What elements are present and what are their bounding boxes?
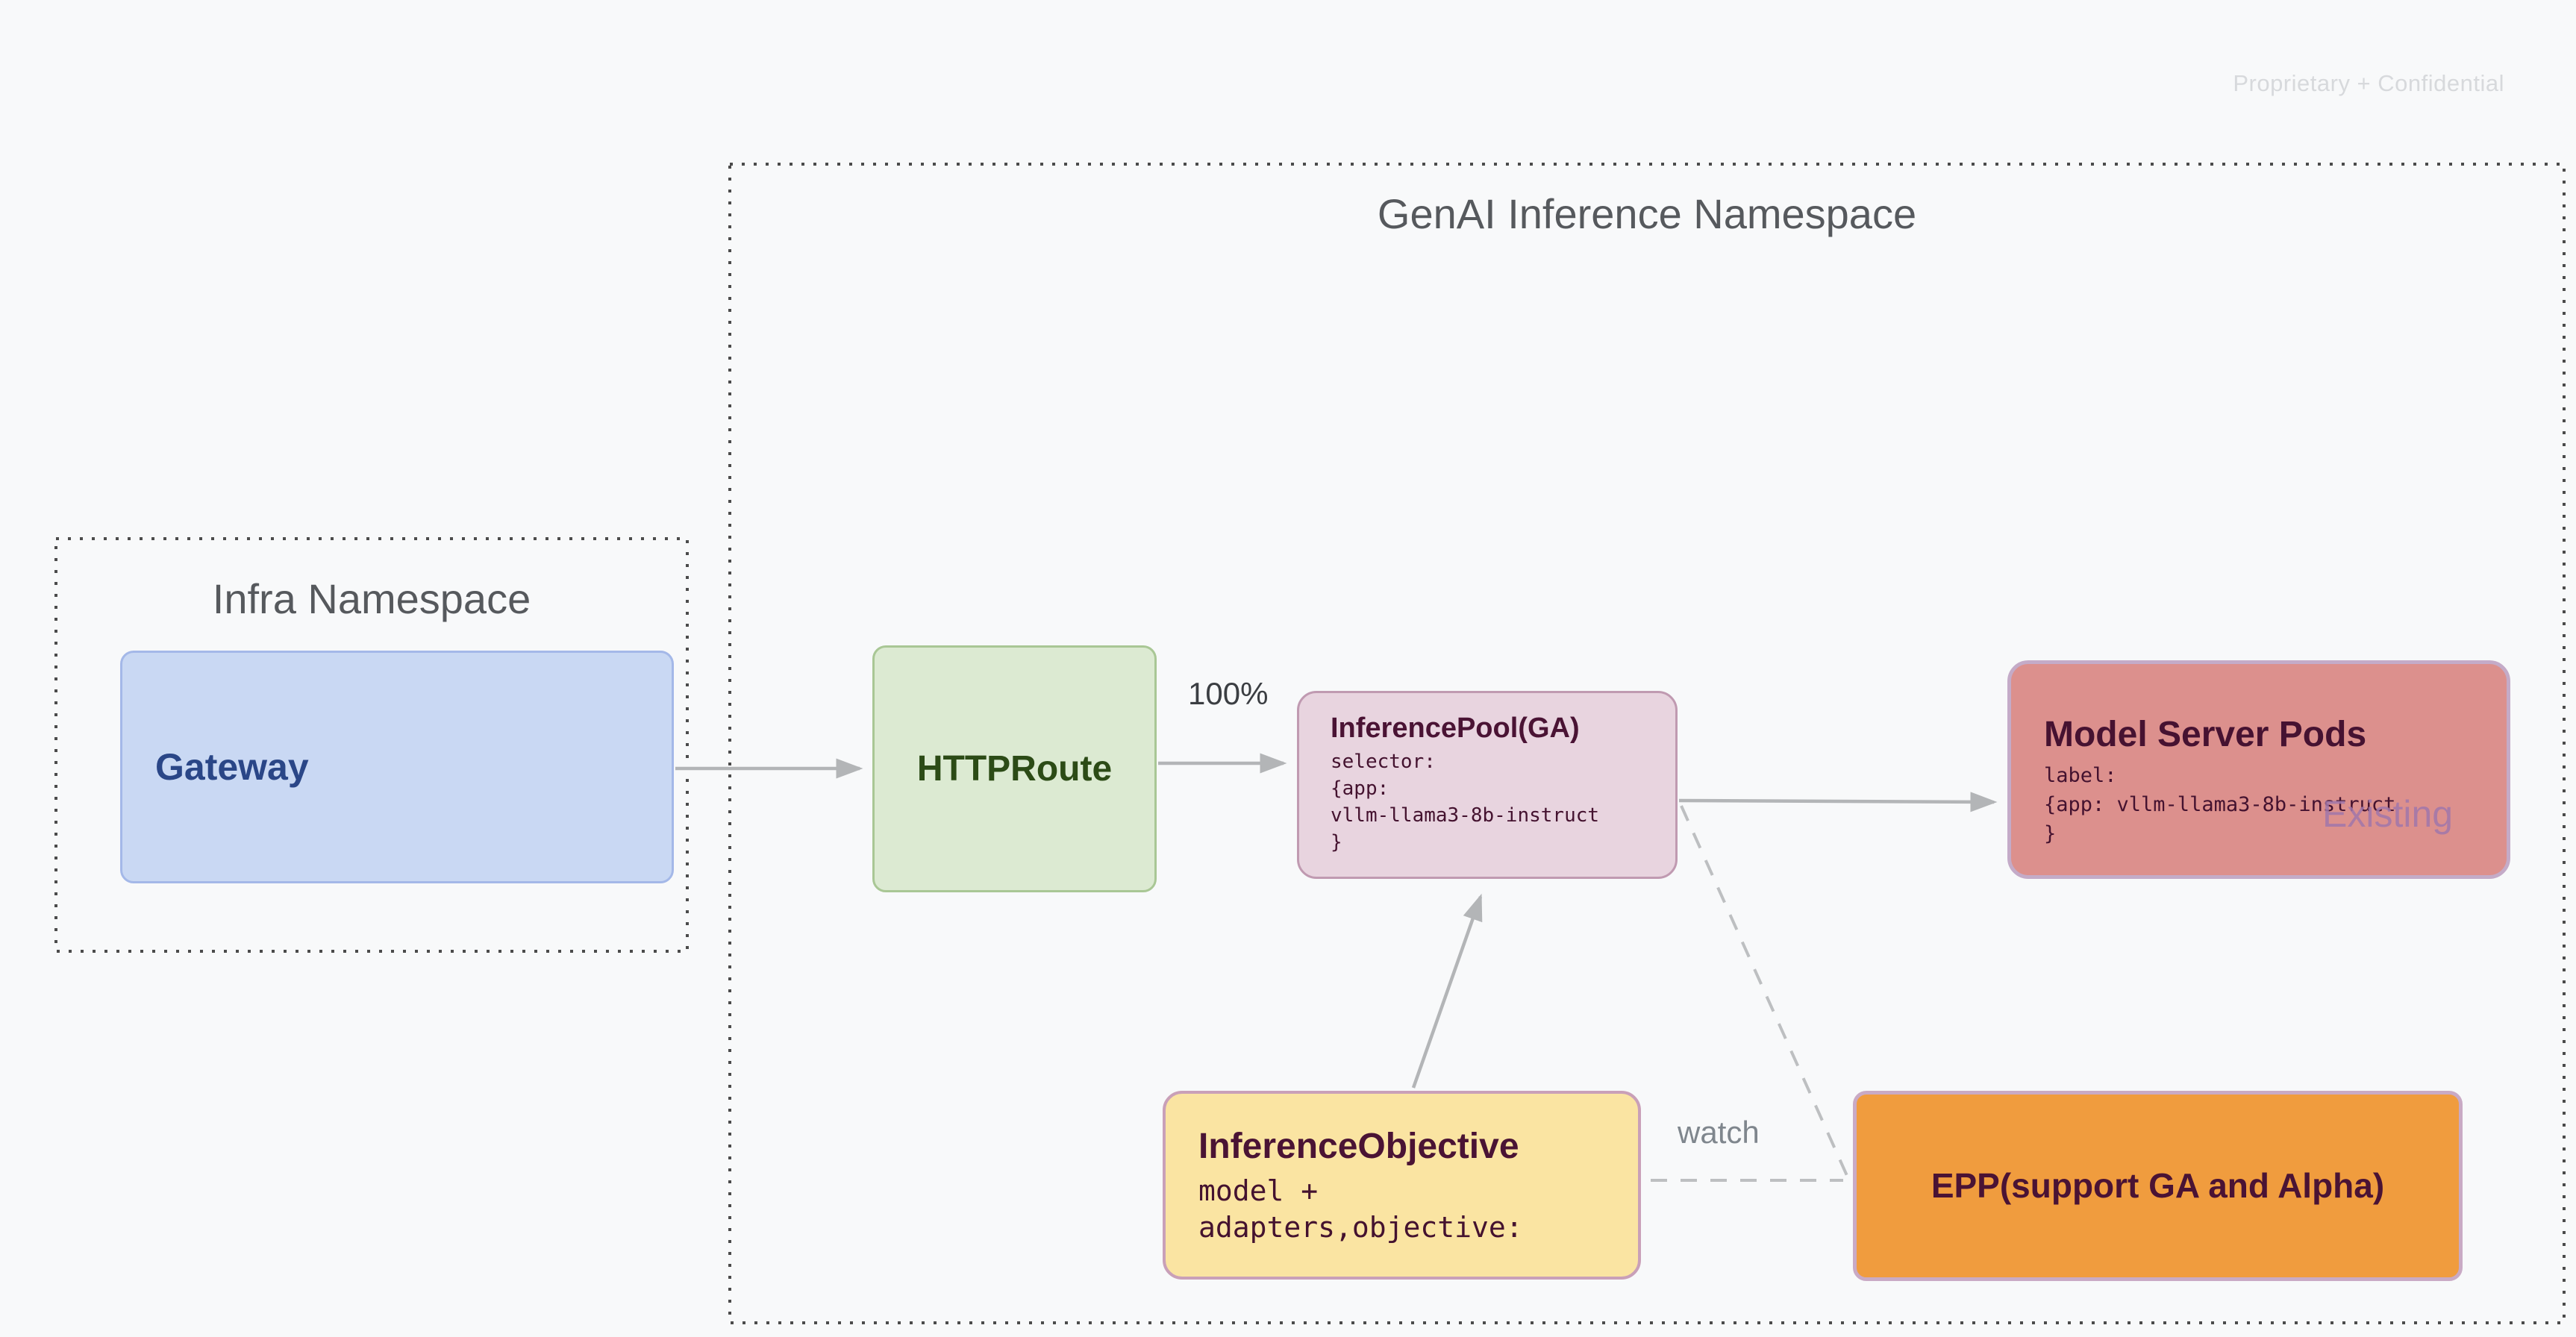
infra-namespace-title: Infra Namespace bbox=[212, 575, 531, 622]
confidential-watermark: Proprietary + Confidential bbox=[2233, 70, 2504, 96]
httproute-title: HTTPRoute bbox=[916, 748, 1113, 789]
inference-objective-node: InferenceObjective model + adapters,obje… bbox=[1163, 1091, 1641, 1280]
arrow-inferenceobjective-to-inferencepool bbox=[1411, 893, 1483, 1089]
arrow-inferencepool-to-modelserverpods bbox=[1678, 792, 1998, 812]
model-server-pods-label-text: label: {app: vllm-llama3-8b-instruct } bbox=[2044, 763, 2396, 845]
model-server-pods-node: Model Server Pods label: {app: vllm-llam… bbox=[2007, 660, 2510, 879]
genai-namespace-title: GenAI Inference Namespace bbox=[1377, 190, 1917, 237]
httproute-node: HTTPRoute bbox=[872, 645, 1157, 892]
inference-objective-title: InferenceObjective bbox=[1198, 1127, 1519, 1166]
gateway-node: Gateway bbox=[120, 651, 674, 883]
inference-pool-node: InferencePool(GA) selector: {app: vllm-l… bbox=[1297, 691, 1678, 879]
epp-title: EPP(support GA and Alpha) bbox=[1931, 1165, 2385, 1205]
inference-pool-selector-text: selector: {app: vllm-llama3-8b-instruct … bbox=[1331, 750, 1600, 854]
inference-objective-body-text: model + adapters,objective: bbox=[1198, 1174, 1523, 1244]
model-server-pods-title: Model Server Pods bbox=[2044, 715, 2367, 754]
traffic-percent-label: 100% bbox=[1188, 676, 1269, 711]
watch-label: watch bbox=[1678, 1115, 1760, 1150]
dashed-link-inferencepool-to-epp bbox=[1680, 805, 1850, 1180]
inference-pool-title: InferencePool(GA) bbox=[1331, 713, 1580, 744]
existing-status-tag: Existing bbox=[2322, 793, 2454, 835]
genai-namespace-border bbox=[728, 163, 2566, 1324]
epp-node: EPP(support GA and Alpha) bbox=[1853, 1091, 2463, 1281]
gateway-title: Gateway bbox=[155, 746, 309, 788]
infra-namespace-border bbox=[54, 537, 689, 953]
